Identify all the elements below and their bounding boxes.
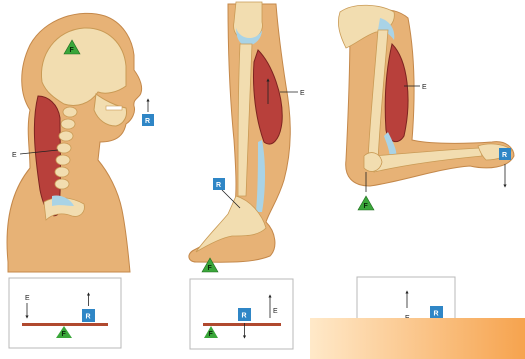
teeth [106, 106, 122, 110]
resistance-label-1: R [86, 314, 91, 321]
fulcrum-label-1: F [62, 331, 67, 338]
effort-label-2: E [273, 308, 278, 315]
leg-foot-panel: E R F [189, 2, 305, 272]
resistance-label-head: R [145, 118, 150, 125]
head-neck-panel: E F R [7, 13, 154, 272]
resistance-label-3: R [434, 311, 439, 318]
resistance-label-leg: R [216, 182, 221, 189]
resistance-label-2: R [242, 313, 247, 320]
lever-bar-1 [22, 323, 108, 326]
fulcrum-label-arm: F [364, 203, 369, 210]
effort-label-head: E [12, 152, 17, 159]
resistance-label-arm: R [502, 152, 507, 159]
fulcrum-label-leg: F [208, 265, 213, 272]
effort-label-1: E [25, 295, 30, 302]
fulcrum-label-head: F [70, 47, 75, 54]
effort-label-arm: E [422, 84, 427, 91]
lever-schematic-2: F R E [190, 279, 293, 349]
orange-gradient-overlay [310, 318, 525, 359]
fulcrum-label-2: F [209, 331, 214, 338]
lever-schematic-1: F R E [9, 278, 121, 348]
arm-panel: E R F [338, 5, 514, 210]
lever-bar-2 [203, 323, 281, 326]
elbow-joint [364, 153, 382, 172]
effort-label-leg: E [300, 90, 305, 97]
